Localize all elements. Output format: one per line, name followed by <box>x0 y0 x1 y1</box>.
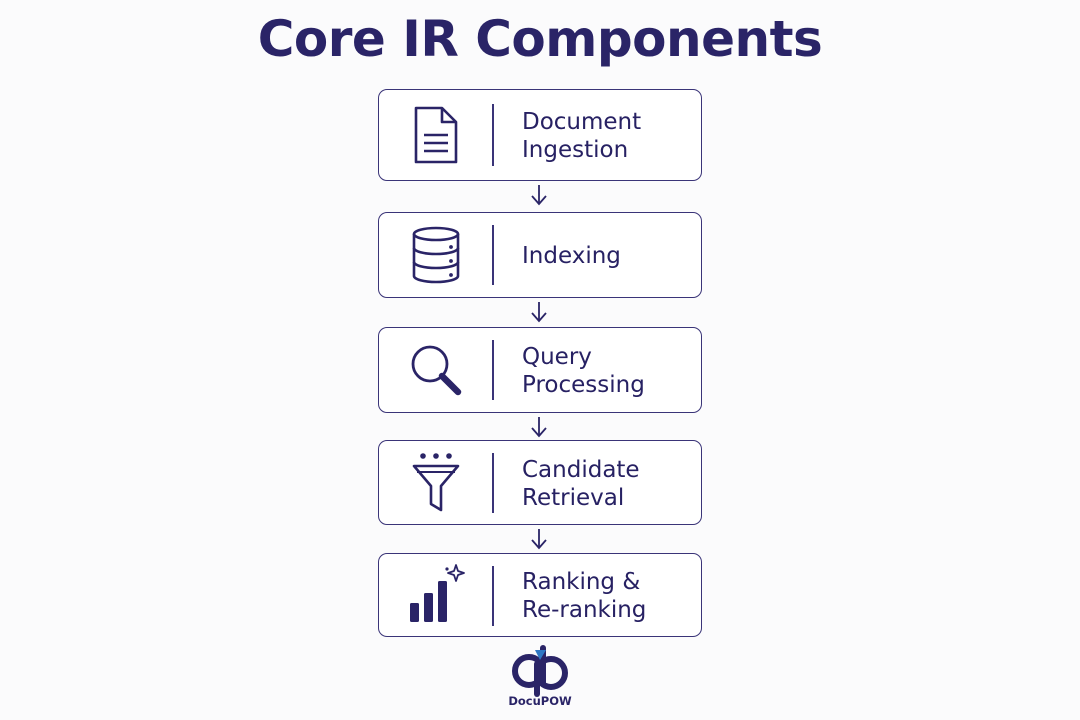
step-divider <box>492 453 494 513</box>
step-document-ingestion: Document Ingestion <box>378 89 702 181</box>
funnel-icon <box>405 449 467 515</box>
page-title: Core IR Components <box>257 10 823 68</box>
arrow-down-icon <box>531 185 547 206</box>
step-divider <box>492 225 494 285</box>
bar-chart-sparkle-icon <box>405 560 467 628</box>
step-divider <box>492 104 494 166</box>
step-divider <box>492 340 494 400</box>
step-label: Ranking & Re-ranking <box>522 569 647 623</box>
database-icon <box>405 223 467 287</box>
docupow-logo-icon <box>512 645 568 697</box>
arrow-down-icon <box>531 417 547 438</box>
step-label: Query Processing <box>522 344 645 398</box>
step-ranking-reranking: Ranking & Re-ranking <box>378 553 702 637</box>
document-icon <box>405 104 467 166</box>
logo-text: DocuPOW <box>508 694 572 708</box>
step-indexing: Indexing <box>378 212 702 298</box>
step-label: Indexing <box>522 243 621 269</box>
step-divider <box>492 566 494 626</box>
arrow-down-icon <box>531 529 547 550</box>
step-candidate-retrieval: Candidate Retrieval <box>378 440 702 525</box>
step-query-processing: Query Processing <box>378 327 702 413</box>
step-label: Candidate Retrieval <box>522 456 640 511</box>
magnifier-icon <box>405 338 467 402</box>
step-label: Document Ingestion <box>522 109 642 163</box>
arrow-down-icon <box>531 302 547 323</box>
